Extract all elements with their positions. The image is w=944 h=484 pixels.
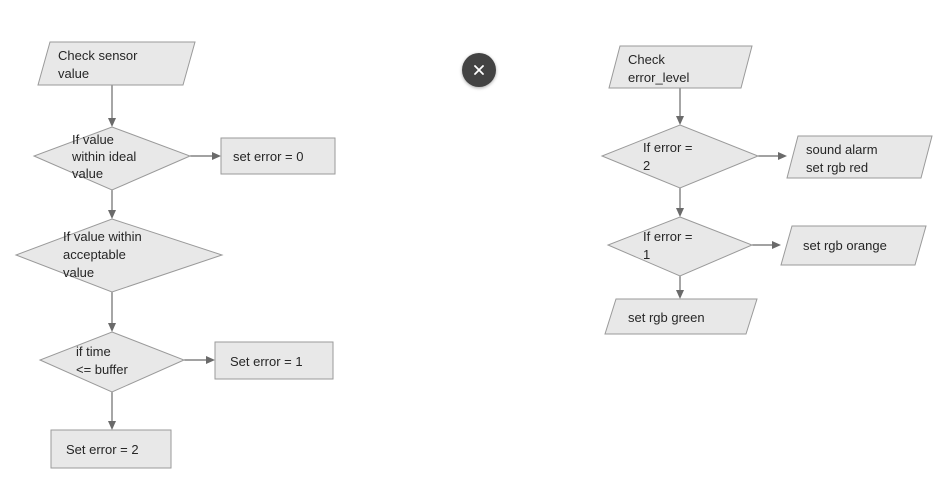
node-line-2: 1 [643, 247, 650, 262]
parallelogram-shape [604, 298, 758, 335]
node-set-error-2[interactable]: Set error = 2 [50, 429, 172, 469]
node-set-rgb-orange[interactable]: set rgb orange [780, 225, 927, 266]
node-line-3: value [63, 265, 94, 280]
node-if-time-lte-buffer[interactable]: if time <= buffer [38, 331, 186, 393]
node-line-2: within ideal [71, 149, 136, 164]
rectangle-shape [50, 429, 172, 469]
arrowhead-ideal [108, 118, 116, 127]
node-set-error-1[interactable]: Set error = 1 [214, 341, 334, 380]
parallelogram-shape [608, 45, 753, 89]
node-line-2: 2 [643, 158, 650, 173]
arrowhead-alarm [778, 152, 787, 160]
node-check-sensor-value[interactable]: Check sensor value [37, 41, 196, 86]
node-line-1: if time [76, 344, 111, 359]
node-line-2: acceptable [63, 247, 126, 262]
node-set-rgb-green[interactable]: set rgb green [604, 298, 758, 335]
diamond-shape [600, 124, 760, 189]
rectangle-shape [220, 137, 336, 175]
arrowhead-set2 [108, 421, 116, 430]
node-if-error-equals-1[interactable]: If error = 1 [606, 216, 754, 277]
arrowhead-green [676, 290, 684, 299]
node-sound-alarm-set-rgb-red[interactable]: sound alarm set rgb red [786, 135, 933, 179]
node-line-1: Check sensor [58, 48, 138, 63]
node-line-2: <= buffer [76, 362, 128, 377]
node-line-1: If value [72, 132, 114, 147]
arrowhead-time [108, 323, 116, 332]
node-line-1: Set error = 1 [230, 354, 303, 369]
node-line-1: If error = [643, 140, 693, 155]
close-button[interactable] [462, 53, 496, 87]
node-line-2: set rgb red [806, 160, 868, 175]
diamond-shape [38, 331, 186, 393]
arrowhead-err2 [676, 116, 684, 125]
arrowhead-set0 [212, 152, 221, 160]
arrowhead-set1 [206, 356, 215, 364]
parallelogram-shape [786, 135, 933, 179]
diamond-shape [32, 126, 192, 191]
node-line-1: Set error = 2 [66, 442, 139, 457]
node-set-error-0[interactable]: set error = 0 [220, 137, 336, 175]
node-line-1: Check [628, 52, 665, 67]
node-line-1: If error = [643, 229, 693, 244]
parallelogram-shape [780, 225, 927, 266]
node-line-1: set rgb orange [803, 238, 887, 253]
node-line-1: set error = 0 [233, 149, 303, 164]
node-check-error-level[interactable]: Check error_level [608, 45, 753, 89]
node-line-3: value [72, 166, 103, 181]
right-connectors [676, 88, 787, 299]
node-line-1: If value within [63, 229, 142, 244]
node-line-1: sound alarm [806, 142, 878, 157]
diamond-shape [606, 216, 754, 277]
node-if-value-within-acceptable-value[interactable]: If value within acceptable value [14, 218, 224, 293]
close-icon [474, 65, 484, 75]
parallelogram-shape [37, 41, 196, 86]
rectangle-shape [214, 341, 334, 380]
left-connectors [108, 85, 221, 430]
node-if-error-equals-2[interactable]: If error = 2 [600, 124, 760, 189]
node-line-1: set rgb green [628, 310, 705, 325]
arrowhead-err1 [676, 208, 684, 217]
node-line-2: value [58, 66, 89, 81]
node-if-value-within-ideal-value[interactable]: If value within ideal value [32, 126, 192, 191]
arrowhead-acceptable [108, 210, 116, 219]
node-line-2: error_level [628, 70, 690, 85]
diamond-shape [14, 218, 224, 293]
arrowhead-orange [772, 241, 781, 249]
